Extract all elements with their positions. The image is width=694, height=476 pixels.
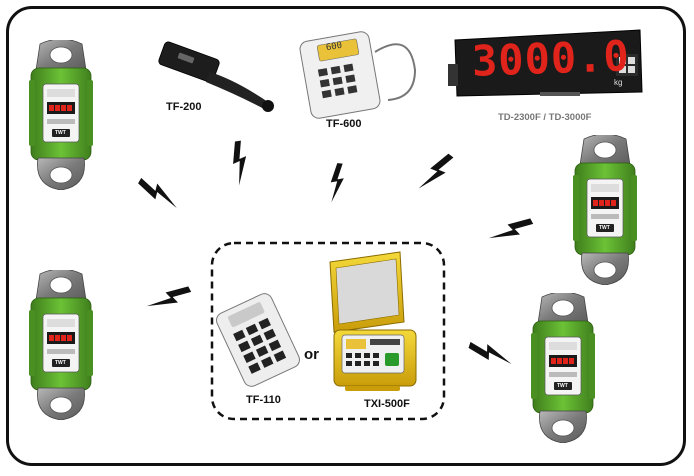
display-readout: 3000.0 bbox=[471, 31, 631, 86]
dynamometer-right-lower bbox=[530, 293, 596, 443]
brand-badge-ru: TWT bbox=[599, 225, 610, 231]
display-unit: kg bbox=[614, 78, 623, 87]
td-large-display bbox=[448, 29, 643, 97]
or-connector: or bbox=[304, 346, 319, 363]
label-tf110: TF-110 bbox=[246, 394, 281, 406]
outer-frame bbox=[6, 6, 686, 466]
dynamometer-bottom-left bbox=[28, 270, 94, 420]
tf600-handheld bbox=[299, 31, 417, 119]
label-td-display: TD-2300F / TD-3000F bbox=[498, 112, 592, 123]
label-txi500f: TXI-500F bbox=[364, 398, 410, 410]
brand-badge-rl: TWT bbox=[557, 383, 568, 389]
receiver-group-box bbox=[210, 241, 446, 421]
label-tf200: TF-200 bbox=[166, 101, 202, 113]
tf200-receiver bbox=[158, 41, 274, 112]
dynamometer-top-left bbox=[28, 40, 94, 190]
label-tf600: TF-600 bbox=[326, 118, 362, 130]
dynamometer-right-upper bbox=[572, 135, 638, 285]
brand-badge-tl: TWT bbox=[55, 130, 66, 136]
tf110-handheld bbox=[216, 293, 300, 387]
brand-badge-bl: TWT bbox=[55, 360, 66, 366]
txi500f-case bbox=[329, 251, 417, 391]
